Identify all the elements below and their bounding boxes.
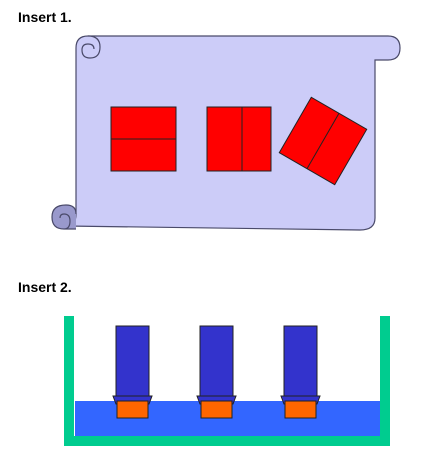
column-3: [280, 325, 321, 419]
column-2: [196, 325, 237, 419]
tank: [64, 316, 390, 446]
scroll-bottom-curl: [51, 204, 77, 230]
insert-1-label: Insert 1.: [18, 9, 72, 25]
insert-2-label: Insert 2.: [18, 279, 72, 295]
column-1: [112, 325, 153, 419]
scroll-top-curl: [81, 35, 101, 59]
tile-rotated: [278, 96, 368, 186]
tile-vertical-split: [206, 106, 272, 172]
tile-horizontal-split: [110, 106, 177, 172]
